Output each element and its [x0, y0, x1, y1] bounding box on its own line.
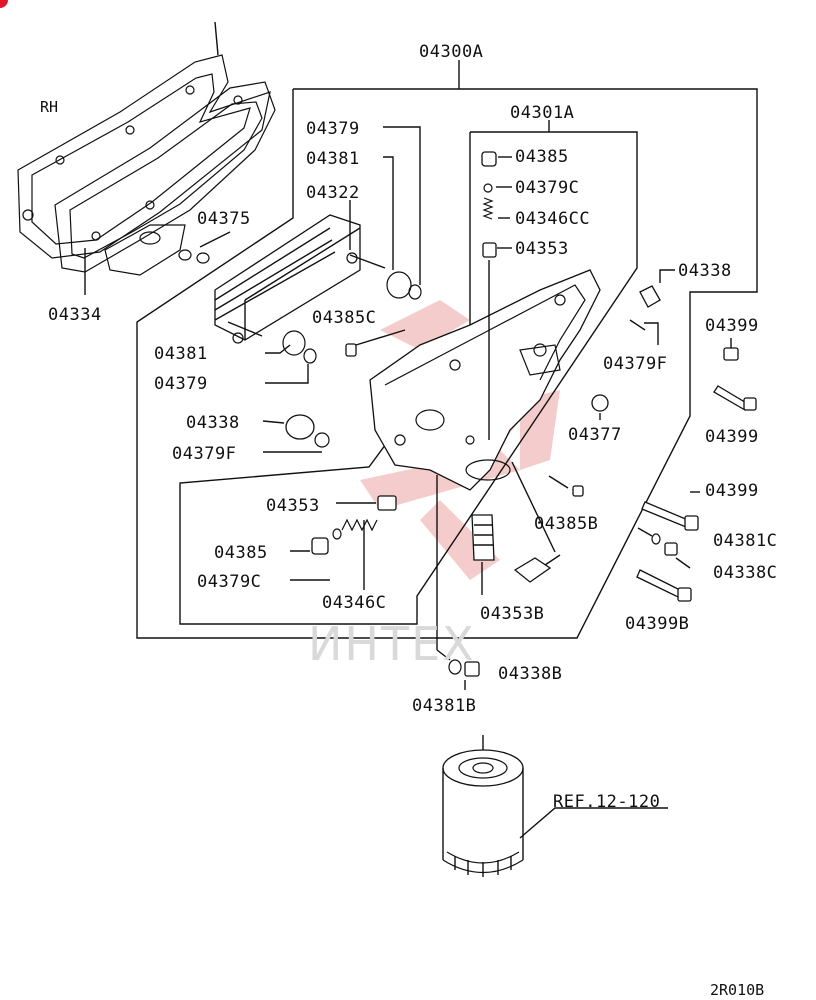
- assembly-label-04300a: 04300A: [419, 42, 484, 62]
- part-label[interactable]: 04399: [705, 316, 759, 336]
- small-fittings: [345, 343, 609, 497]
- drawing-code: 2R010B: [710, 981, 765, 999]
- part-label[interactable]: 04379F: [603, 354, 668, 374]
- part-label[interactable]: 04338C: [713, 563, 778, 583]
- oil-filter: [442, 735, 668, 877]
- drain-plug-04338b: [436, 475, 480, 690]
- part-label[interactable]: 04381: [154, 344, 208, 364]
- part-label[interactable]: 04375: [197, 209, 251, 229]
- part-label[interactable]: 04385B: [534, 514, 599, 534]
- assembly-label-04301a: 04301A: [510, 103, 575, 123]
- o-rings-cooler: [265, 126, 422, 384]
- gasket-small: [84, 224, 231, 295]
- plug-04385-top: [481, 151, 497, 440]
- part-label[interactable]: 04385: [515, 147, 569, 167]
- part-label[interactable]: 04381B: [412, 696, 477, 716]
- part-label[interactable]: 04379: [154, 374, 208, 394]
- part-label[interactable]: 04334: [48, 305, 102, 325]
- corner-badge: [0, 0, 8, 8]
- part-label[interactable]: 04381C: [713, 531, 778, 551]
- part-label[interactable]: 04381: [306, 149, 360, 169]
- part-label[interactable]: 04377: [568, 425, 622, 445]
- part-label[interactable]: 04353: [266, 496, 320, 516]
- part-label[interactable]: 04379C: [197, 572, 262, 592]
- bolts-right: [636, 338, 757, 602]
- plug-04338-right: [629, 269, 675, 345]
- part-label[interactable]: 04379F: [172, 444, 237, 464]
- sensor-04353b: [471, 461, 561, 595]
- part-label[interactable]: 04322: [306, 183, 360, 203]
- filter-bracket: [369, 269, 601, 491]
- oil-cooler-element: [214, 214, 386, 344]
- part-label[interactable]: 04379: [306, 119, 360, 139]
- part-label[interactable]: 04399: [705, 427, 759, 447]
- watermark-text: ИНТЕХ: [308, 617, 476, 671]
- part-label[interactable]: 04399: [705, 481, 759, 501]
- reference-label[interactable]: REF.12-120: [553, 792, 661, 812]
- plug-04338-left: [262, 414, 330, 453]
- part-label[interactable]: 04338B: [498, 664, 563, 684]
- part-label[interactable]: 04385C: [312, 308, 377, 328]
- leader-lines: [349, 156, 512, 346]
- part-label[interactable]: 04346C: [322, 593, 387, 613]
- part-label[interactable]: 04353B: [480, 604, 545, 624]
- part-label[interactable]: 04379C: [515, 178, 580, 198]
- side-label: RH: [40, 98, 59, 116]
- part-label[interactable]: 04338: [186, 413, 240, 433]
- gasket-outer: [17, 21, 276, 273]
- relief-valve-left: [290, 495, 397, 590]
- part-label[interactable]: 04353: [515, 239, 569, 259]
- part-label[interactable]: 04346CC: [515, 209, 591, 229]
- part-label[interactable]: 04385: [214, 543, 268, 563]
- part-label[interactable]: 04338: [678, 261, 732, 281]
- part-label[interactable]: 04399B: [625, 614, 690, 634]
- assembly-outline-04300a: [136, 60, 758, 639]
